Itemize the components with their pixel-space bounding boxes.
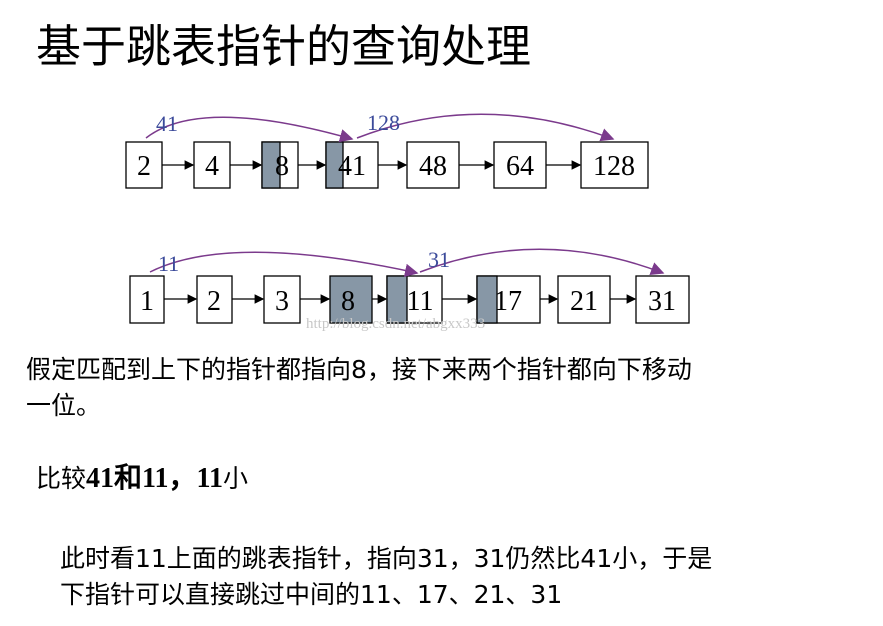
list1: 2 4 8 41 48 64 128 41 128 bbox=[125, 110, 649, 189]
list1-node-value: 128 bbox=[593, 151, 635, 182]
compare-value-a: 41 bbox=[86, 463, 115, 494]
skip-pointer-arc bbox=[356, 113, 615, 142]
compare-and: 和 bbox=[114, 463, 143, 494]
list1-node-box bbox=[193, 141, 231, 189]
list2-node-value: 3 bbox=[275, 286, 289, 317]
list1-node-value: 64 bbox=[506, 151, 534, 182]
compare-sep: ， bbox=[168, 463, 197, 494]
list2-node-value: 31 bbox=[648, 286, 676, 317]
list2-node-value: 11 bbox=[407, 286, 434, 317]
comparison-line: 比较41和11，11小 bbox=[36, 456, 248, 496]
skip-label: 128 bbox=[367, 110, 400, 135]
list1-node-box bbox=[406, 141, 460, 189]
list2: 1 2 3 8 11 17 21 31 11 31 bbox=[129, 247, 690, 324]
skip-label: 31 bbox=[428, 247, 450, 272]
list1-node-value: 41 bbox=[338, 151, 366, 182]
list2-node-box bbox=[129, 275, 165, 324]
list2-node-box bbox=[557, 275, 611, 324]
paragraph-line: 假定匹配到上下的指针都指向8，接下来两个指针都向下移动 bbox=[26, 355, 692, 384]
list1-node-value: 2 bbox=[137, 151, 151, 182]
skip-label: 11 bbox=[158, 251, 179, 276]
list2-node-box bbox=[263, 275, 301, 324]
compare-value-b: 11 bbox=[142, 463, 169, 494]
explanation-paragraph-2: 此时看11上面的跳表指针，指向31，31仍然比41小，于是 下指针可以直接跳过中… bbox=[60, 541, 712, 613]
explanation-paragraph-1: 假定匹配到上下的指针都指向8，接下来两个指针都向下移动 一位。 bbox=[26, 352, 692, 424]
list2-node-value: 21 bbox=[570, 286, 598, 317]
list1-node-value: 48 bbox=[419, 151, 447, 182]
pointer-marker bbox=[329, 275, 373, 324]
paragraph-line: 下指针可以直接跳过中间的11、17、21、31 bbox=[60, 580, 563, 609]
watermark: http://blog.csdn.net/abgxx333 bbox=[306, 316, 485, 332]
compare-suffix: 小 bbox=[222, 464, 248, 493]
list2-node-box bbox=[196, 275, 233, 324]
list1-node-box bbox=[493, 141, 547, 189]
compare-value-c: 11 bbox=[196, 463, 223, 494]
page-title: 基于跳表指针的查询处理 bbox=[36, 20, 532, 73]
paragraph-line: 一位。 bbox=[26, 391, 102, 420]
skip-pointer-arc bbox=[419, 248, 665, 276]
skip-label: 41 bbox=[156, 111, 178, 136]
paragraph-line: 此时看11上面的跳表指针，指向31，31仍然比41小，于是 bbox=[60, 544, 713, 573]
list2-node-box bbox=[635, 275, 690, 324]
list1-node-box bbox=[580, 141, 649, 189]
list2-node-value: 8 bbox=[341, 286, 355, 317]
skip-pointer-arc bbox=[145, 116, 354, 143]
list1-node-value: 4 bbox=[205, 151, 219, 182]
list2-node-value: 17 bbox=[494, 286, 522, 317]
list1-node-box bbox=[125, 141, 163, 189]
list1-node-value: 8 bbox=[275, 151, 289, 182]
compare-prefix: 比较 bbox=[36, 464, 87, 493]
skip-pointer-arc bbox=[149, 251, 419, 278]
list2-node-value: 1 bbox=[140, 286, 154, 317]
list2-node-value: 2 bbox=[207, 286, 221, 317]
